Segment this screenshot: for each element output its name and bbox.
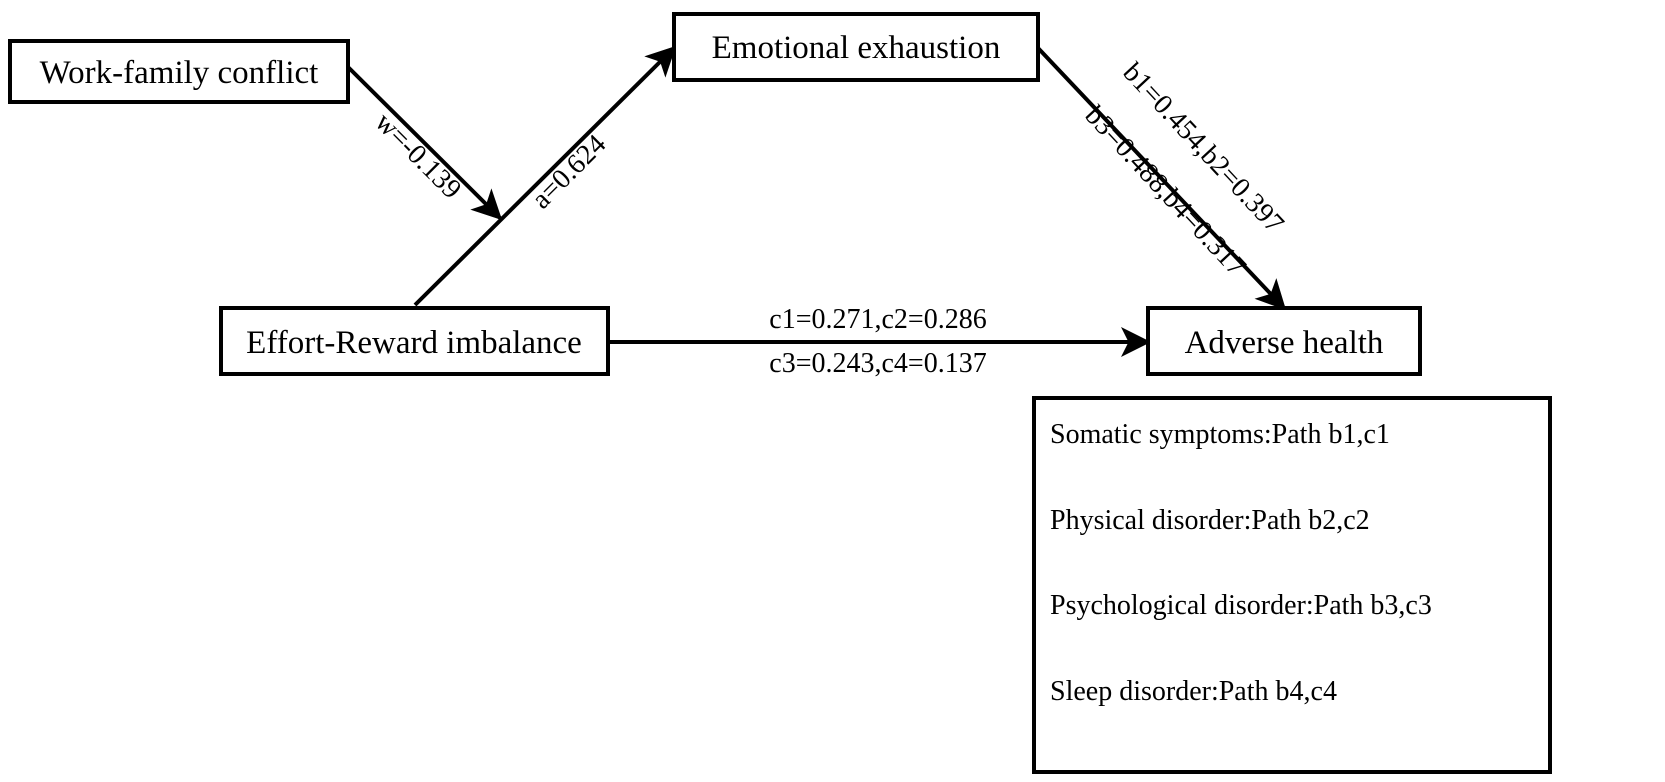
- edge-a: [413, 45, 677, 307]
- node-label: Emotional exhaustion: [712, 30, 1001, 66]
- node-label: Adverse health: [1185, 325, 1384, 361]
- legend-box: Somatic symptoms:Path b1,c1 Physical dis…: [1032, 396, 1552, 774]
- edge-b: [1036, 46, 1287, 311]
- edge-label-w: w=-0.139: [369, 107, 468, 206]
- node-label: Effort-Reward imbalance: [246, 325, 582, 361]
- legend-item-physical: Physical disorder:Path b2,c2: [1050, 505, 1370, 536]
- node-emotional-exhaustion: Emotional exhaustion: [672, 12, 1040, 82]
- legend-item-somatic: Somatic symptoms:Path b1,c1: [1050, 419, 1390, 450]
- node-effort-reward-imbalance: Effort-Reward imbalance: [219, 306, 610, 376]
- node-label: Work-family conflict: [40, 55, 319, 91]
- edge-label-a: a=0.624: [526, 129, 612, 215]
- edge-label-c1: c1=0.271,c2=0.286: [769, 304, 986, 335]
- node-adverse-health: Adverse health: [1146, 306, 1422, 376]
- node-work-family-conflict: Work-family conflict: [8, 39, 350, 104]
- legend-item-sleep: Sleep disorder:Path b4,c4: [1050, 676, 1337, 707]
- edge-w: [346, 65, 503, 221]
- edge-label-c2: c3=0.243,c4=0.137: [769, 348, 986, 379]
- legend-item-psychological: Psychological disorder:Path b3,c3: [1050, 590, 1432, 621]
